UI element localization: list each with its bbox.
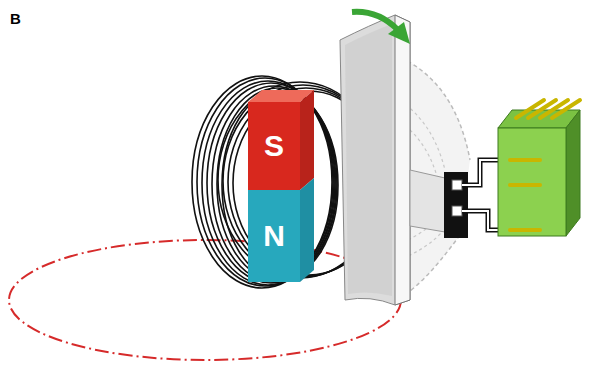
axle-housing xyxy=(410,170,445,232)
output-component xyxy=(498,100,580,236)
panel-letter: B xyxy=(10,10,21,27)
rotating-plate xyxy=(340,15,410,305)
pole-letter: N xyxy=(263,221,285,251)
magnet-body xyxy=(248,90,314,282)
rotation-arrow xyxy=(352,12,410,44)
pole-letter: S xyxy=(264,131,284,161)
rotation-path xyxy=(9,240,401,360)
slip-connector xyxy=(444,172,468,238)
magnet-north-pole: N xyxy=(248,190,300,282)
magnet-south-pole: S xyxy=(248,102,300,190)
